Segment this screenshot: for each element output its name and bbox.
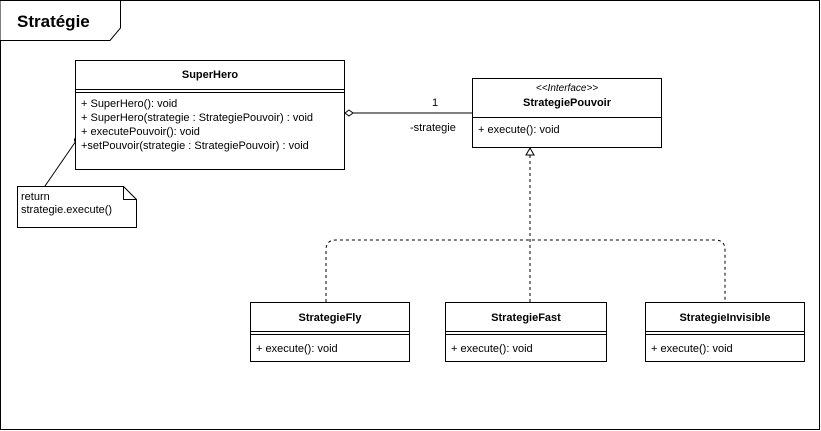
class-strategiefast[interactable]: StrategieFast + execute(): void bbox=[445, 302, 607, 362]
frame-title: Stratégie bbox=[17, 12, 90, 31]
operation: + execute(): void bbox=[451, 343, 533, 355]
class-strategiefly-name: StrategieFly bbox=[298, 312, 362, 324]
class-strategiefast-name: StrategieFast bbox=[491, 312, 561, 324]
operation: + execute(): void bbox=[478, 124, 560, 136]
class-superhero-divider bbox=[76, 89, 344, 90]
association-role: -strategie bbox=[410, 122, 456, 134]
class-strategiefly-divider bbox=[251, 331, 409, 332]
class-strategieinvisible-divider bbox=[646, 331, 804, 332]
class-strategiefly[interactable]: StrategieFly + execute(): void bbox=[250, 302, 410, 362]
class-superhero-operations: + SuperHero(): void + SuperHero(strategi… bbox=[76, 93, 344, 153]
note-fold bbox=[123, 186, 137, 200]
note-text: return strategie.execute() bbox=[21, 191, 112, 217]
interface-header: <<Interface>> StrategiePouvoir bbox=[473, 79, 661, 117]
class-strategiefast-divider-2 bbox=[446, 334, 606, 335]
class-superhero-divider-2 bbox=[76, 92, 344, 93]
aggregation-diamond bbox=[344, 109, 354, 117]
note-line: strategie.execute() bbox=[21, 204, 113, 216]
class-strategiefast-operations: + execute(): void bbox=[446, 335, 606, 356]
association-multiplicity: 1 bbox=[432, 97, 439, 109]
note-line: return bbox=[21, 191, 50, 203]
class-superhero[interactable]: SuperHero + SuperHero(): void + SuperHer… bbox=[75, 60, 345, 170]
interface-operations: + execute(): void bbox=[473, 118, 661, 137]
class-strategiefly-divider-2 bbox=[251, 334, 409, 335]
realization-arrowhead bbox=[525, 146, 535, 156]
operation: + SuperHero(strategie : StrategiePouvoir… bbox=[81, 112, 314, 124]
class-strategieinvisible-name: StrategieInvisible bbox=[679, 312, 771, 324]
operation: + execute(): void bbox=[651, 343, 733, 355]
operation: + executePouvoir(): void bbox=[81, 126, 200, 138]
interface-stereotype: <<Interface>> bbox=[535, 83, 599, 94]
class-strategiefast-divider bbox=[446, 331, 606, 332]
note-shape bbox=[17, 186, 137, 228]
frame-title-tab bbox=[0, 0, 121, 41]
realization-branch-line bbox=[325, 239, 726, 302]
note-connector bbox=[44, 140, 77, 187]
class-strategieinvisible-operations: + execute(): void bbox=[646, 335, 804, 356]
interface-divider bbox=[473, 117, 661, 118]
operation: + SuperHero(): void bbox=[81, 98, 178, 110]
class-strategieinvisible-divider-2 bbox=[646, 334, 804, 335]
operation: +setPouvoir(strategie : StrategiePouvoir… bbox=[81, 140, 309, 152]
class-superhero-name: SuperHero bbox=[181, 69, 239, 81]
operation: + execute(): void bbox=[256, 343, 338, 355]
class-strategiefly-operations: + execute(): void bbox=[251, 335, 409, 356]
interface-name: StrategiePouvoir bbox=[522, 97, 612, 109]
class-strategieinvisible[interactable]: StrategieInvisible + execute(): void bbox=[645, 302, 805, 362]
interface-strategiepouvoir[interactable]: <<Interface>> StrategiePouvoir + execute… bbox=[472, 78, 662, 148]
